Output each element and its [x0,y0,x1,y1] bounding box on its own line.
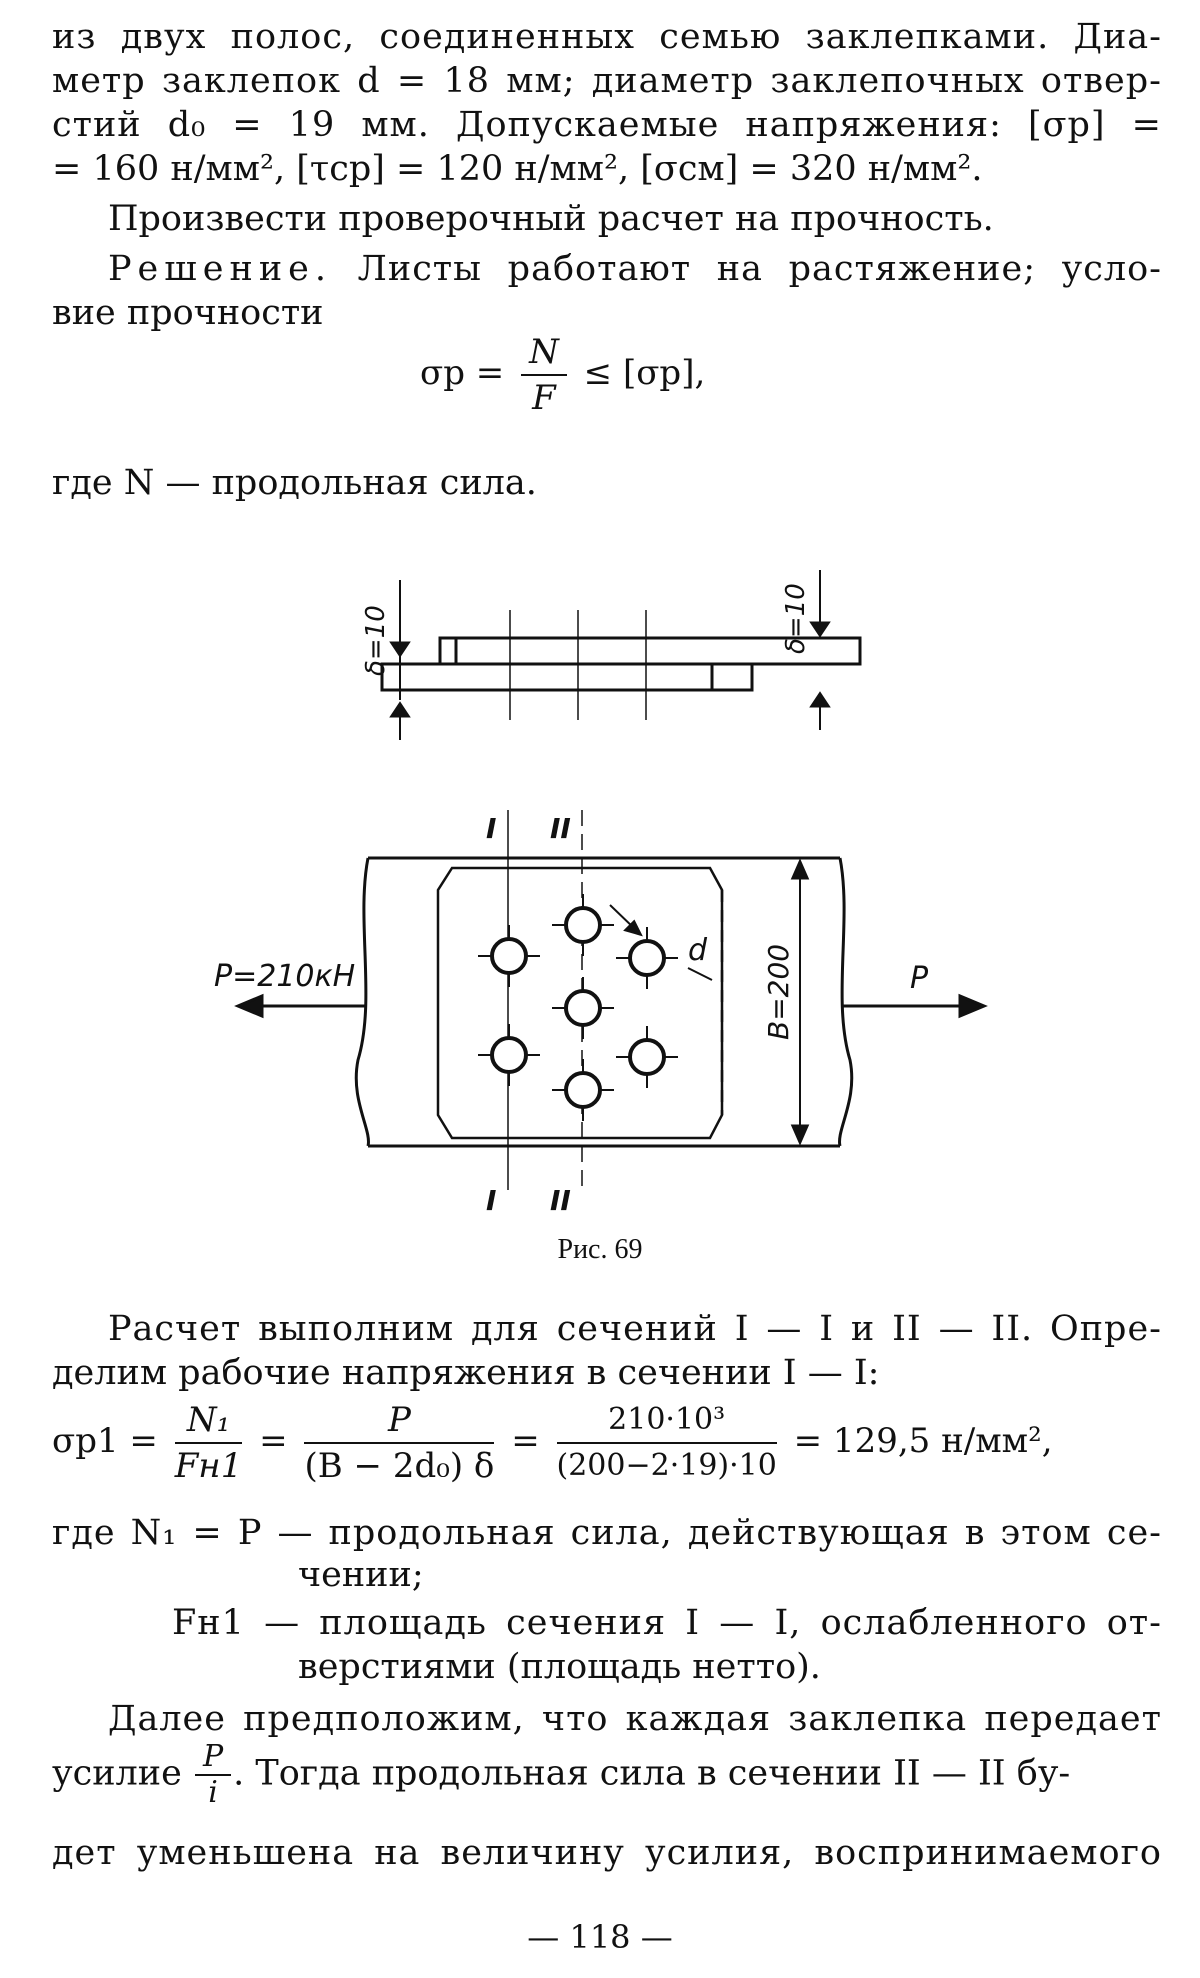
para5-fraction: P i [194,1740,232,1810]
formula1-numerator: N [521,330,567,376]
rivet-7 [552,1059,614,1121]
rivet-3 [616,927,678,989]
section-II-top: II [550,812,571,845]
where2-line2: чении; [298,1555,424,1595]
para2: Произвести проверочный расчет на прочнос… [108,199,994,239]
formula2-f1-den: Fн1 [174,1446,243,1486]
rivet-2 [552,894,614,956]
rivet-diameter-label: d [688,933,708,968]
formula2-fraction1: N₁ Fн1 [174,1398,243,1488]
para1-line3: стий d₀ = 19 мм. Допускаемые напряжения:… [52,105,1162,145]
rivet-5 [478,1024,540,1086]
where-N: где N — продольная сила. [52,463,537,503]
rivets [478,894,678,1121]
para3-line1: Решение. Листы работают на растяжение; у… [52,246,1162,292]
para3-line2: вие прочности [52,293,324,333]
para5-frac-den: i [208,1775,218,1810]
where2-line4: верстиями (площадь нетто). [298,1647,821,1687]
formula2-f1-num: N₁ [174,1398,243,1444]
para5-word-usilie: усилие [52,1753,182,1794]
para4-line2: делим рабочие напряжения в сечении I — I… [52,1353,880,1393]
figure-69: δ=10 δ=10 I II I II P=210кН P B=200 d [214,570,988,1217]
formula2-fraction3: 210·10³ (200−2·19)·10 [556,1398,777,1488]
delta-left-label: δ=10 [361,605,391,676]
section-I-top: I [486,812,496,845]
para1-line1: из двух полос, соединенных семью заклепк… [52,17,1162,57]
formula2-f3-num: 210·10³ [556,1398,777,1444]
force-right-label: P [910,961,929,996]
para1-line2: метр заклепок d = 18 мм; диаметр заклепо… [52,61,1162,101]
figure-caption: Рис. 69 [557,1234,643,1265]
where2-line1: где N₁ = P — продольная сила, действующа… [52,1513,1162,1553]
section-I-bottom: I [486,1184,496,1217]
formula1-denominator: F [532,378,556,418]
para5-line2: усилие P i . Тогда продольная сила в сеч… [52,1740,1162,1810]
para5-frac-num: P [194,1740,232,1776]
equals-2: = [511,1421,540,1461]
force-left-label: P=210кН [214,959,355,994]
formula2-lhs: σр1 = [52,1421,158,1461]
plan-view [234,810,988,1190]
para5-line1: Далее предположим, что каждая заклепка п… [108,1699,1162,1739]
rivet-1 [478,925,540,987]
formula2-f3-den: (200−2·19)·10 [556,1448,777,1483]
formula-strength-condition: σр = N F ≤ [σр], [420,330,705,420]
formula2-f2-num: P [304,1398,495,1444]
para3-line1-text: Листы работают на растяжение; усло- [357,249,1162,289]
side-view [380,570,862,740]
para5-line3: дет уменьшена на величину усилия, воспри… [52,1833,1162,1873]
para1-line4: = 160 н/мм², [τср] = 120 н/мм², [σсм] = … [52,149,983,189]
formula2-f2-den: (B − 2d₀) δ [304,1446,495,1486]
formula-stress-section-I: σр1 = N₁ Fн1 = P (B − 2d₀) δ = 210·10³ (… [52,1398,1182,1488]
page-number: — 118 — [527,1918,673,1956]
equals-1: = [259,1421,288,1461]
formula1-rhs: ≤ [σр], [583,353,706,393]
para4-line1: Расчет выполним для сечений I — I и II —… [108,1309,1162,1349]
rivet-4 [552,977,614,1039]
solution-heading: Решение. [108,249,333,289]
para5-line2-rest: . Тогда продольная сила в сечении II — I… [233,1753,1071,1794]
rivet-6 [616,1026,678,1088]
delta-right-label: δ=10 [781,583,811,654]
formula1-fraction: N F [521,330,567,420]
where2-line3: Fн1 — площадь сечения I — I, ослабленног… [172,1603,1162,1643]
formula2-result: = 129,5 н/мм², [793,1421,1053,1461]
width-label: B=200 [762,944,795,1040]
section-II-bottom: II [550,1184,571,1217]
formula1-lhs: σр = [420,353,505,393]
formula2-fraction2: P (B − 2d₀) δ [304,1398,495,1488]
